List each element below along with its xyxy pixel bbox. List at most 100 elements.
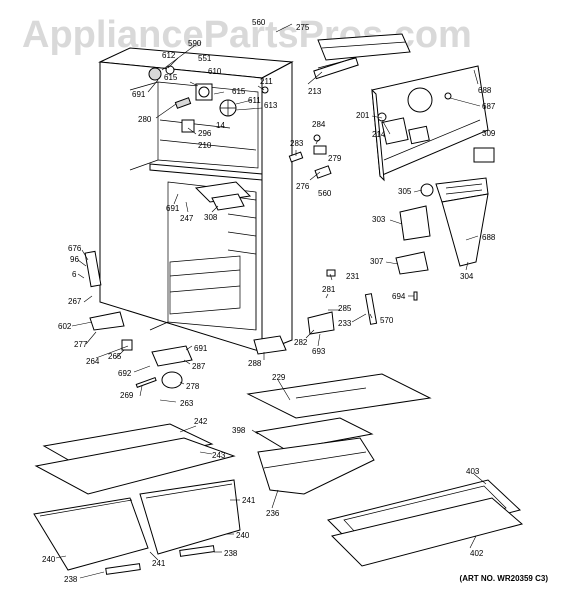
callout-238: 238 — [224, 549, 238, 558]
callout-243: 243 — [212, 451, 226, 460]
callout-560: 560 — [252, 18, 266, 27]
callout-96: 96 — [70, 255, 79, 264]
callout-240: 240 — [236, 531, 250, 540]
callout-402: 402 — [470, 549, 484, 558]
callout-610: 610 — [208, 67, 222, 76]
crisper-drawer — [257, 437, 375, 495]
clip — [326, 269, 336, 277]
callout-241: 241 — [242, 496, 256, 505]
shelf-grille — [313, 56, 359, 80]
callout-615: 615 — [164, 73, 178, 82]
callout-277: 277 — [74, 340, 88, 349]
crisper-cover — [254, 417, 374, 451]
leveling-bracket — [89, 311, 125, 331]
callout-214: 214 — [372, 130, 386, 139]
callout-283: 283 — [290, 139, 304, 148]
callout-688: 688 — [478, 86, 492, 95]
hinge-bracket — [314, 165, 332, 179]
callout-691: 691 — [166, 204, 180, 213]
callout-6: 6 — [72, 270, 77, 279]
wire-shelf — [317, 33, 411, 61]
evaporator-fan-assembly — [148, 65, 269, 133]
callout-676: 676 — [68, 244, 82, 253]
callout-285: 285 — [338, 304, 352, 313]
callout-263: 263 — [180, 399, 194, 408]
callout-693: 693 — [312, 347, 326, 356]
callout-280: 280 — [138, 115, 152, 124]
callout-611: 611 — [248, 96, 261, 105]
callout-309: 309 — [482, 129, 496, 138]
pan-support-left — [105, 563, 141, 575]
callout-267: 267 — [68, 297, 82, 306]
callout-694: 694 — [392, 292, 406, 301]
callout-281: 281 — [322, 285, 336, 294]
thermostat-bracket — [288, 151, 304, 163]
callout-308: 308 — [204, 213, 218, 222]
pan-support-right — [179, 545, 215, 557]
callout-307: 307 — [370, 257, 384, 266]
callout-287: 287 — [192, 362, 206, 371]
callout-403: 403 — [466, 467, 480, 476]
callout-602: 602 — [58, 322, 72, 331]
callout-282: 282 — [294, 338, 308, 347]
callout-615: 615 — [232, 87, 246, 96]
callout-613: 613 — [264, 101, 278, 110]
callout-242: 242 — [194, 417, 208, 426]
callout-233: 233 — [338, 319, 352, 328]
callout-560: 560 — [318, 189, 332, 198]
center-hinge — [307, 311, 335, 335]
callout-687: 687 — [482, 102, 496, 111]
roller-pin — [121, 339, 133, 351]
leader-lines — [55, 23, 487, 579]
callout-551: 551 — [198, 54, 212, 63]
air-duct — [435, 177, 489, 267]
callout-238: 238 — [64, 575, 78, 584]
shelf-trim — [331, 497, 524, 567]
pan-cover-frame — [34, 437, 236, 495]
damper-housing — [399, 205, 431, 241]
callout-14: 14 — [216, 121, 225, 130]
callout-303: 303 — [372, 215, 386, 224]
damper-knob — [420, 183, 434, 197]
callout-398: 398 — [232, 426, 246, 435]
callout-612: 612 — [162, 51, 176, 60]
callout-241: 241 — [152, 559, 166, 568]
callout-288: 288 — [248, 359, 262, 368]
callout-284: 284 — [312, 120, 326, 129]
callout-211: 211 — [260, 77, 273, 86]
callout-236: 236 — [266, 509, 280, 518]
callout-201: 201 — [356, 111, 370, 120]
bottom-hinge — [253, 335, 287, 355]
callout-264: 264 — [86, 357, 100, 366]
callout-590: 590 — [188, 39, 202, 48]
callout-279: 279 — [328, 154, 342, 163]
callout-305: 305 — [398, 187, 412, 196]
hinge-plate — [151, 345, 193, 367]
crisper-pan-left — [33, 497, 149, 571]
evaporator-cover — [371, 65, 489, 182]
roller-axle — [135, 376, 157, 388]
callout-229: 229 — [272, 373, 286, 382]
crisper-pan-right — [139, 479, 241, 555]
callout-265: 265 — [108, 352, 122, 361]
callout-240: 240 — [42, 555, 56, 564]
callout-275: 275 — [296, 23, 310, 32]
callout-304: 304 — [460, 272, 474, 281]
cabinet — [98, 47, 294, 353]
callout-691: 691 — [194, 344, 208, 353]
callout-213: 213 — [308, 87, 322, 96]
callout-688: 688 — [482, 233, 496, 242]
callout-570: 570 — [380, 316, 394, 325]
callout-210: 210 — [198, 141, 212, 150]
callout-691: 691 — [132, 90, 146, 99]
control-bracket — [211, 193, 245, 211]
callout-231: 231 — [346, 272, 360, 281]
callout-278: 278 — [186, 382, 200, 391]
side-bracket — [84, 250, 102, 288]
hinge-pin — [364, 293, 378, 325]
bushing — [313, 134, 321, 142]
roller — [161, 371, 183, 389]
label-card — [473, 147, 495, 163]
callout-labels: 560 275 590 612 551 615 610 691 211 615 … — [42, 18, 496, 584]
